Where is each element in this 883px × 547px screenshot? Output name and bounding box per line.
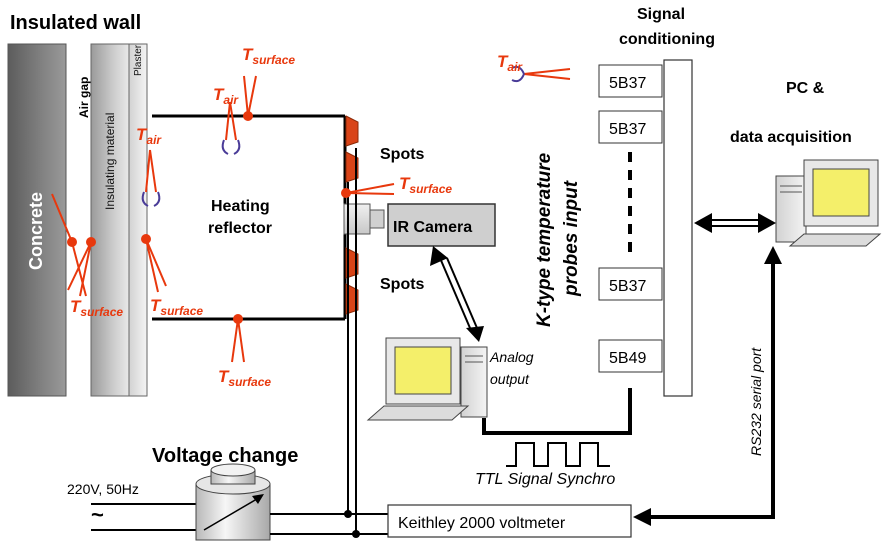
air-gap-label: Air gap bbox=[77, 77, 91, 118]
insulating-material-label: Insulating material bbox=[103, 113, 117, 210]
mains-label: 220V, 50Hz bbox=[67, 481, 139, 497]
insulating-layer bbox=[90, 43, 130, 397]
signal-conditioning-label-1: Signal bbox=[637, 6, 685, 23]
ttl-label: TTL Signal Synchro bbox=[475, 471, 615, 488]
camera-arrow-head-down bbox=[466, 326, 484, 342]
t-surface-plaster: Tsurface bbox=[150, 296, 203, 318]
junction-dot-2 bbox=[352, 530, 360, 538]
probe-surface-top bbox=[243, 75, 257, 121]
t-surface-top: Tsurface bbox=[242, 45, 295, 67]
rack-pc-arrow bbox=[694, 213, 776, 233]
analog-output-label-2: output bbox=[490, 371, 530, 387]
ttl-square-wave bbox=[506, 442, 610, 467]
ir-camera-body bbox=[387, 203, 496, 247]
variac-transformer bbox=[195, 463, 271, 541]
ir-camera-label: IR Camera bbox=[393, 219, 472, 236]
tilde-symbol: ~ bbox=[91, 502, 104, 527]
signal-conditioning-label-2: conditioning bbox=[619, 31, 715, 48]
rs232-arrow-left bbox=[633, 508, 651, 526]
module-5b37-3: 5B37 bbox=[598, 267, 663, 301]
t-air-3: Tair bbox=[497, 52, 523, 74]
probe-air-1 bbox=[221, 101, 241, 155]
keithley-box bbox=[387, 504, 632, 538]
svg-text:5B49: 5B49 bbox=[609, 350, 646, 367]
insulated-wall-title: Insulated wall bbox=[10, 12, 141, 34]
heating-reflector-label-1: Heating bbox=[211, 198, 270, 215]
t-air-2: Tair bbox=[136, 125, 162, 147]
svg-text:5B37: 5B37 bbox=[609, 75, 646, 92]
concrete-layer bbox=[7, 43, 67, 397]
ktype-label-1: K-type temperature bbox=[534, 152, 555, 327]
probe-air-3 bbox=[511, 65, 571, 83]
probe-surface-plaster bbox=[141, 234, 167, 293]
plaster-label: Plaster bbox=[133, 44, 144, 76]
analog-to-5b49-line bbox=[482, 388, 632, 435]
ir-camera-lens bbox=[343, 203, 385, 235]
probe-air-2 bbox=[141, 149, 161, 207]
probe-surface-bottom bbox=[231, 314, 245, 363]
voltage-change-label: Voltage change bbox=[152, 445, 298, 467]
module-5b37-1: 5B37 bbox=[598, 64, 663, 98]
rs232-label: RS232 serial port bbox=[748, 347, 764, 456]
ktype-label-2: probes input bbox=[561, 180, 582, 297]
keithley-label: Keithley 2000 voltmeter bbox=[398, 515, 566, 532]
heating-reflector-label-2: reflector bbox=[208, 220, 272, 237]
t-surface-camera: Tsurface bbox=[399, 174, 452, 196]
plaster-layer bbox=[128, 43, 148, 397]
spots-bottom-label: Spots bbox=[380, 276, 425, 293]
pc-label-1: PC & bbox=[786, 80, 825, 97]
t-surface-bottom: Tsurface bbox=[218, 367, 271, 389]
spots-top-label: Spots bbox=[380, 146, 425, 163]
svg-text:5B37: 5B37 bbox=[609, 278, 646, 295]
camera-link-arrow bbox=[439, 257, 478, 329]
t-surface-wall: Tsurface bbox=[70, 297, 123, 319]
rs232-arrow-up bbox=[764, 246, 782, 264]
probe-surface-wall bbox=[51, 193, 96, 297]
module-5b37-2: 5B37 bbox=[598, 110, 663, 144]
pc-label-2: data acquisition bbox=[730, 129, 852, 146]
analog-pc-icon bbox=[366, 337, 488, 421]
module-5b49: 5B49 bbox=[598, 339, 663, 373]
pc-computer-icon bbox=[775, 159, 882, 247]
t-air-1: Tair bbox=[213, 85, 239, 107]
concrete-label: Concrete bbox=[26, 192, 46, 270]
svg-text:5B37: 5B37 bbox=[609, 121, 646, 138]
junction-dot-1 bbox=[344, 510, 352, 518]
conditioning-rack bbox=[663, 59, 693, 397]
probe-surface-camera bbox=[341, 183, 395, 198]
camera-arrow-head-up bbox=[430, 246, 448, 266]
analog-output-label-1: Analog bbox=[489, 349, 534, 365]
